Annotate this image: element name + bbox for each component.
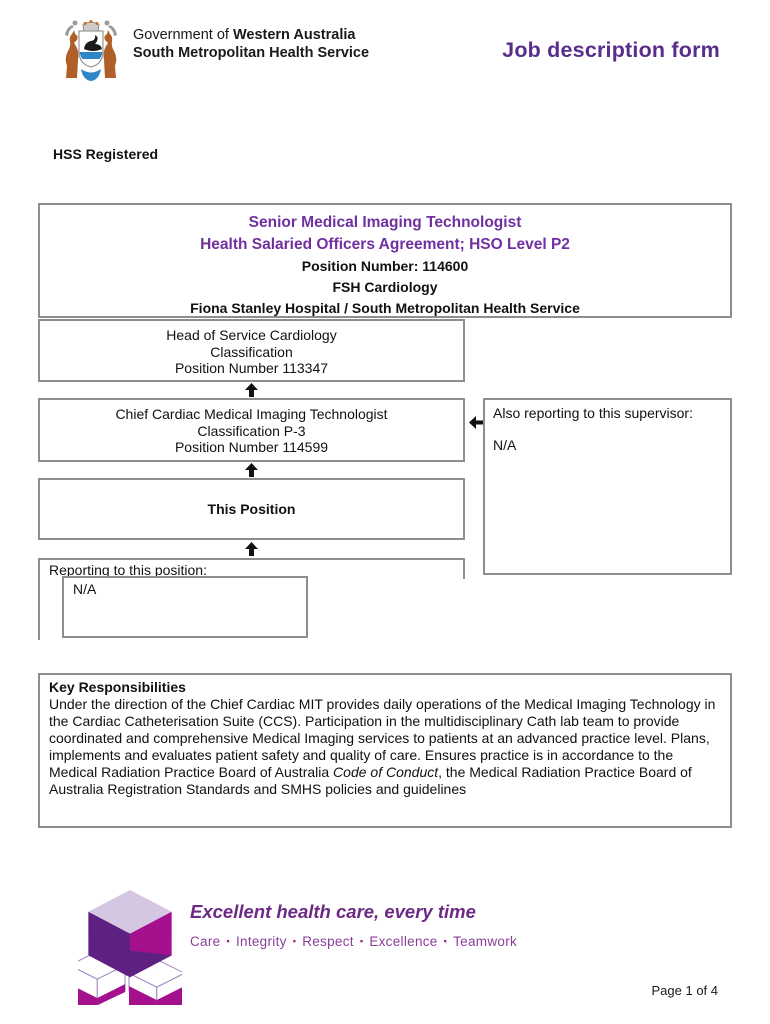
wa-coat-of-arms-logo	[65, 20, 117, 81]
reporting-to-position-label: Reporting to this position:	[49, 562, 207, 578]
service-line: South Metropolitan Health Service	[133, 45, 370, 61]
key-responsibilities-body: Under the direction of the Chief Cardiac…	[49, 696, 721, 798]
supervisor-level2-title: Head of Service Cardiology	[166, 327, 337, 343]
key-responsibilities-heading: Key Responsibilities	[49, 679, 186, 695]
up-arrow-icon	[245, 383, 258, 397]
this-position-box: This Position	[38, 478, 465, 540]
page-number: Page 1 of 4	[651, 983, 719, 998]
also-reporting-label: Also reporting to this supervisor:	[493, 405, 693, 421]
position-summary-box: Senior Medical Imaging Technologist Heal…	[38, 203, 732, 318]
footer-tagline: Excellent health care, every time	[190, 901, 476, 922]
value-item: Excellence	[369, 934, 438, 949]
supervisor-level1-position-number: Position Number 114599	[174, 439, 329, 455]
square-bullet-icon: ▪	[226, 936, 230, 946]
agreement-line: Health Salaried Officers Agreement; HSO …	[200, 236, 570, 253]
supervisor-level1-classification: Classification P-3	[197, 422, 306, 439]
reporting-to-position-value-box: N/A	[62, 576, 308, 638]
department-line: FSH Cardiology	[332, 279, 438, 295]
square-bullet-icon: ▪	[359, 936, 364, 946]
reporting-to-position-value: N/A	[73, 581, 97, 597]
smhs-cubes-logo	[78, 889, 182, 1005]
position-title: Senior Medical Imaging Technologist	[248, 214, 522, 231]
supervisor-level2-classification: Classification	[210, 343, 293, 360]
position-number: Position Number: 114600	[301, 258, 469, 274]
supervisor-level2-box: Head of Service Cardiology Classificatio…	[38, 319, 465, 382]
also-reporting-box: Also reporting to this supervisor: N/A	[483, 398, 732, 575]
key-body-italic-text: Code of Conduct	[333, 764, 439, 780]
form-title: Job description form	[502, 38, 720, 62]
value-item: Respect	[302, 934, 354, 949]
reporting-to-position-box: Reporting to this position:	[38, 558, 465, 640]
square-bullet-icon: ▪	[292, 936, 297, 946]
value-item: Teamwork	[453, 934, 518, 949]
header-government-text: Government of Western Australia South Me…	[133, 26, 369, 62]
up-arrow-icon	[245, 542, 258, 556]
up-arrow-icon	[245, 463, 258, 477]
square-bullet-icon: ▪	[443, 936, 448, 946]
key-body-text-after: , the Medical Radiation Practice Board o…	[49, 764, 692, 797]
left-arrow-icon	[469, 416, 485, 429]
also-reporting-value: N/A	[493, 437, 517, 453]
supervisor-level1-title: Chief Cardiac Medical Imaging Technologi…	[115, 406, 388, 422]
key-body-text: Under the direction of the Chief Cardiac…	[49, 696, 716, 780]
supervisor-level1-box: Chief Cardiac Medical Imaging Technologi…	[38, 398, 465, 462]
hss-registered-label: HSS Registered	[53, 146, 159, 162]
value-item: Integrity	[235, 934, 287, 949]
government-prefix: Government of	[133, 27, 229, 43]
government-line: Government of Western Australia	[133, 26, 369, 44]
government-bold: Western Australia	[232, 27, 356, 43]
value-item: Care	[190, 934, 221, 949]
site-line: Fiona Stanley Hospital / South Metropoli…	[190, 300, 580, 316]
key-responsibilities-box: Key Responsibilities Under the direction…	[38, 673, 732, 828]
reporting-box-border-segment	[463, 558, 465, 579]
this-position-label: This Position	[207, 500, 296, 517]
supervisor-level2-position-number: Position Number 113347	[174, 360, 329, 376]
footer-values: Care ▪ Integrity ▪ Respect ▪ Excellence ▪ Teamwo…	[190, 934, 517, 949]
